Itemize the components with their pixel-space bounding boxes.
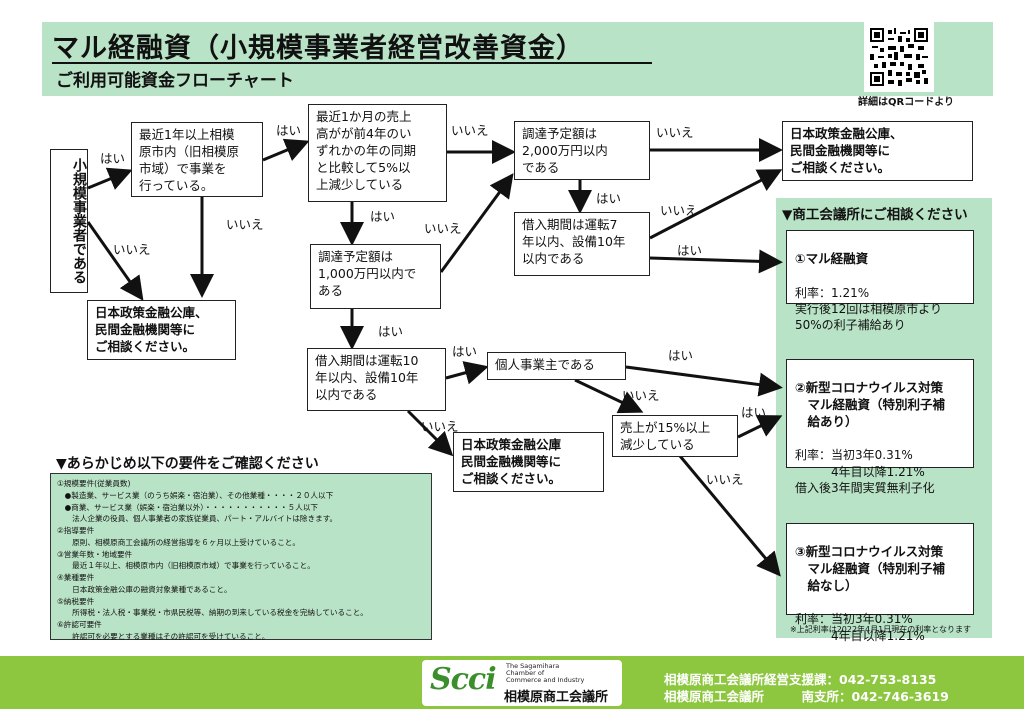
loan-3-box: ③新型コロナウイルス対策 マル経融資（特別利子補 給なし） 利率：当初3年0.3… [786,523,974,643]
arrow-start-yes [87,167,133,190]
label-no: いいえ [113,242,151,257]
arrow-period7-no [649,169,783,240]
contact-main: 相模原商工会議所経営支援課：042-753-8135 [664,672,937,687]
label-no: いいえ [421,419,459,434]
consult-jfc-left: 日本政策金融公庫、 民間金融機関等に ご相談ください。 [87,300,236,360]
arrow-period7-yes [649,249,783,274]
logo-english-name: The Sagamihara Chamber of Commerce and I… [506,662,585,685]
arrow-period10-yes [445,361,489,385]
q-sales-15: 売上が15%以上 減少している [612,415,738,457]
loan-1-text: 利率：1.21% 実行後12回は相模原市より 50%の利子補給あり [795,285,943,332]
arrow-sole-no [574,378,644,414]
q-amount-1000: 調達予定額は 1,000万円以内で ある [310,244,441,309]
label-no: いいえ [424,221,462,236]
q-sole-proprietor: 個人事業主である [487,352,626,380]
consult-jfc-top: 日本政策金融公庫、 民間金融機関等に ご相談ください。 [782,121,973,181]
label-yes: はい [378,324,404,339]
label-no: いいえ [451,123,489,138]
title-underline [52,62,652,64]
label-yes: はい [276,123,302,138]
logo-japanese-name: 相模原商工会議所 [504,690,609,705]
loan-1-box: ①マル経融資 利率：1.21% 実行後12回は相模原市より 50%の利子補給あり [786,230,974,332]
q-business-years: 最近1年以上相模 原市内（旧相模原 市域）で事業を 行っている。 [131,122,263,197]
loan-2-title: ②新型コロナウイルス対策 マル経融資（特別利子補 給あり） [795,379,946,429]
contact-south: 相模原商工会議所 南支所：042-746-3619 [664,689,949,704]
label-yes: はい [741,405,767,420]
page-title: マル経融資（小規模事業者経営改善資金） [52,33,584,64]
scci-logo-mark: Scci [430,662,497,697]
loan-3-text: 利率：当初3年0.31% 4年目以降1.21% [795,612,925,643]
loan-3-title: ③新型コロナウイルス対策 マル経融資（特別利子補 給なし） [795,543,946,593]
label-yes: はい [677,243,703,258]
arrow-15-no [678,455,781,577]
arrow-15-yes [737,415,783,439]
consult-jfc-mid: 日本政策金融公庫 民間金融機関等に ご相談ください。 [453,432,604,492]
label-no: いいえ [660,203,698,218]
label-no: いいえ [622,388,660,403]
page-subtitle: ご利用可能資金フローチャート [56,71,294,91]
qr-note: 詳細はQRコードより [858,97,955,108]
arrow-sole-yes [625,365,783,397]
header-band [42,22,993,96]
q-period-10: 借入期間は運転10 年以内、設備10年 以内である [307,348,446,411]
chamber-panel-title: ▼商工会議所にご相談ください [782,207,968,223]
label-no: いいえ [656,125,694,140]
arrow-years-yes [262,138,310,162]
arrow-start-no [86,221,144,301]
label-yes: はい [596,191,622,206]
chamber-logo [422,660,622,706]
label-yes: はい [452,344,478,359]
loan-2-box: ②新型コロナウイルス対策 マル経融資（特別利子補 給あり） 利率：当初3年0.3… [786,359,974,495]
label-yes: はい [668,348,694,363]
arrow-period10-no [406,409,454,457]
loan-1-title: ①マル経融資 [795,250,869,266]
loan-2-text: 利率：当初3年0.31% 4年目以降1.21% 借入後3年間実質無利子化 [795,448,935,495]
label-no: いいえ [706,472,744,487]
arrow-1000-no [439,173,514,273]
start-small-business: 小規模事業者である [50,149,88,293]
qr-code-icon[interactable] [864,22,934,92]
label-yes: はい [100,151,126,166]
requirements-title: ▼あらかじめ以下の要件をご確認ください [56,456,319,472]
requirements-box: ①規模要件(従業員数) ●製造業、サービス業（のうち娯楽・宿泊業）、その他業種・… [50,473,432,641]
rate-note: ※上記利率は2022年4月1日現在の利率となります [790,625,972,634]
label-no: いいえ [226,217,264,232]
q-sales-drop: 最近1か月の売上 高がが前4年のい ずれかの年の同期 と比較して5%以 上減少し… [308,104,447,202]
label-yes: はい [370,209,396,224]
q-period-7: 借入期間は運転7 年以内、設備10年 以内である [514,212,650,276]
q-amount-2000: 調達予定額は 2,000万円以内 である [514,121,650,180]
